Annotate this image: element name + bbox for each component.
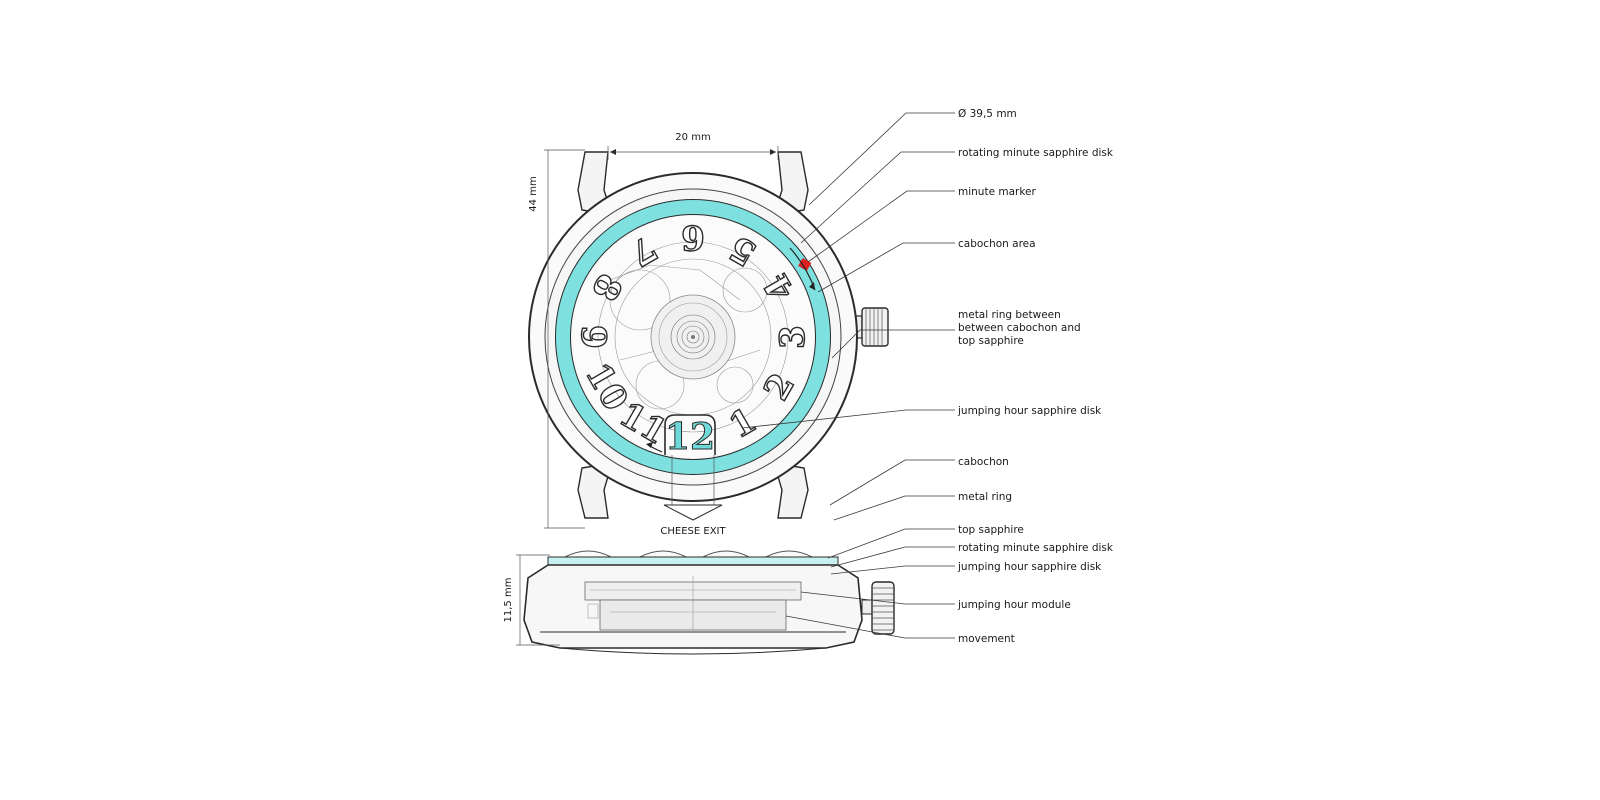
callout-jumping-hour-module: jumping hour module <box>957 599 1071 611</box>
hour-numeral-9: 9 <box>573 325 613 349</box>
callout-metal-ring-between-3: top sapphire <box>958 335 1024 347</box>
minute-marker <box>798 258 812 271</box>
hour-numeral-3: 3 <box>773 325 813 349</box>
width-label: 20 mm <box>675 132 710 143</box>
callout-movement: movement <box>958 633 1015 645</box>
callout-cabochon-area: cabochon area <box>958 238 1036 250</box>
watch-side-view <box>523 550 895 655</box>
callout-metal-ring-between-2: between cabochon and <box>958 322 1081 334</box>
crown-side <box>861 581 895 635</box>
callout-diameter: Ø 39,5 mm <box>958 108 1017 120</box>
lower-lugs <box>577 462 809 519</box>
height-label: 44 mm <box>528 176 539 211</box>
exit-window <box>664 414 716 455</box>
movement-sketch <box>597 241 789 433</box>
dimension-width: 20 mm <box>607 132 779 160</box>
cheese-exit-arrow <box>663 455 723 521</box>
callout-top-sapphire: top sapphire <box>958 524 1024 536</box>
cheese-exit-label: CHEESE EXIT <box>660 526 726 537</box>
hour-numeral-6: 6 <box>681 217 705 257</box>
sapphire-ring <box>555 199 831 475</box>
dimension-height: 44 mm <box>528 149 585 529</box>
thickness-label: 11,5 mm <box>503 578 514 623</box>
cabochons-side <box>564 550 813 558</box>
callout-metal-ring: metal ring <box>958 491 1012 503</box>
callout-leaders <box>741 112 955 639</box>
top-sapphire-side <box>547 556 839 566</box>
callout-side-jumping-hour-disk: jumping hour sapphire disk <box>957 561 1102 573</box>
top-view-callouts: Ø 39,5 mm rotating minute sapphire disk … <box>957 108 1114 503</box>
dimension-thickness: 11,5 mm <box>503 554 560 646</box>
callout-rotating-minute-disk: rotating minute sapphire disk <box>958 147 1114 159</box>
callout-metal-ring-between-1: metal ring between <box>958 309 1061 321</box>
callout-side-rotating-minute-disk: rotating minute sapphire disk <box>958 542 1114 554</box>
hour-numeral-12: 12 <box>665 416 715 458</box>
callout-cabochon: cabochon <box>958 456 1009 468</box>
callout-jumping-hour-disk: jumping hour sapphire disk <box>957 405 1102 417</box>
callout-minute-marker: minute marker <box>958 186 1037 198</box>
side-view-callouts: top sapphire rotating minute sapphire di… <box>957 524 1114 645</box>
